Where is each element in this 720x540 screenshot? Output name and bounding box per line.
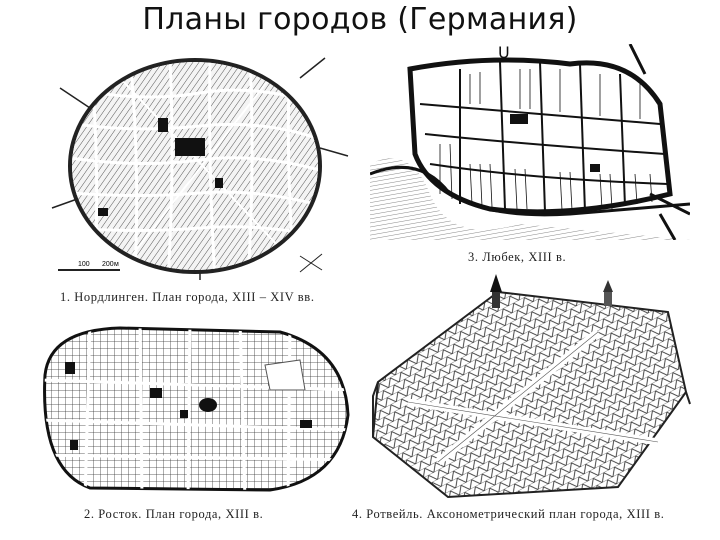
svg-text:U: U xyxy=(498,44,510,62)
nordlingen-city-plan: 100 200 м xyxy=(50,48,350,280)
caption-figure-2: 2. Росток. План города, XIII в. xyxy=(84,507,264,521)
scale-label-100: 100 xyxy=(78,261,90,268)
scale-unit: м xyxy=(114,261,119,268)
caption-figure-1: 1. Нордлинген. План города, XIII – XIV в… xyxy=(60,290,315,304)
slide-title: Планы городов (Германия) xyxy=(142,2,578,37)
rottweil-axonometric-plan xyxy=(368,272,693,504)
rostock-city-plan xyxy=(30,320,355,500)
caption-figure-4: 4. Ротвейль. Аксонометрический план горо… xyxy=(352,507,665,521)
caption-figure-3: 3. Любек, XIII в. xyxy=(468,250,567,264)
lubeck-city-plan: U xyxy=(370,44,690,240)
scale-label-200: 200 xyxy=(102,261,114,268)
